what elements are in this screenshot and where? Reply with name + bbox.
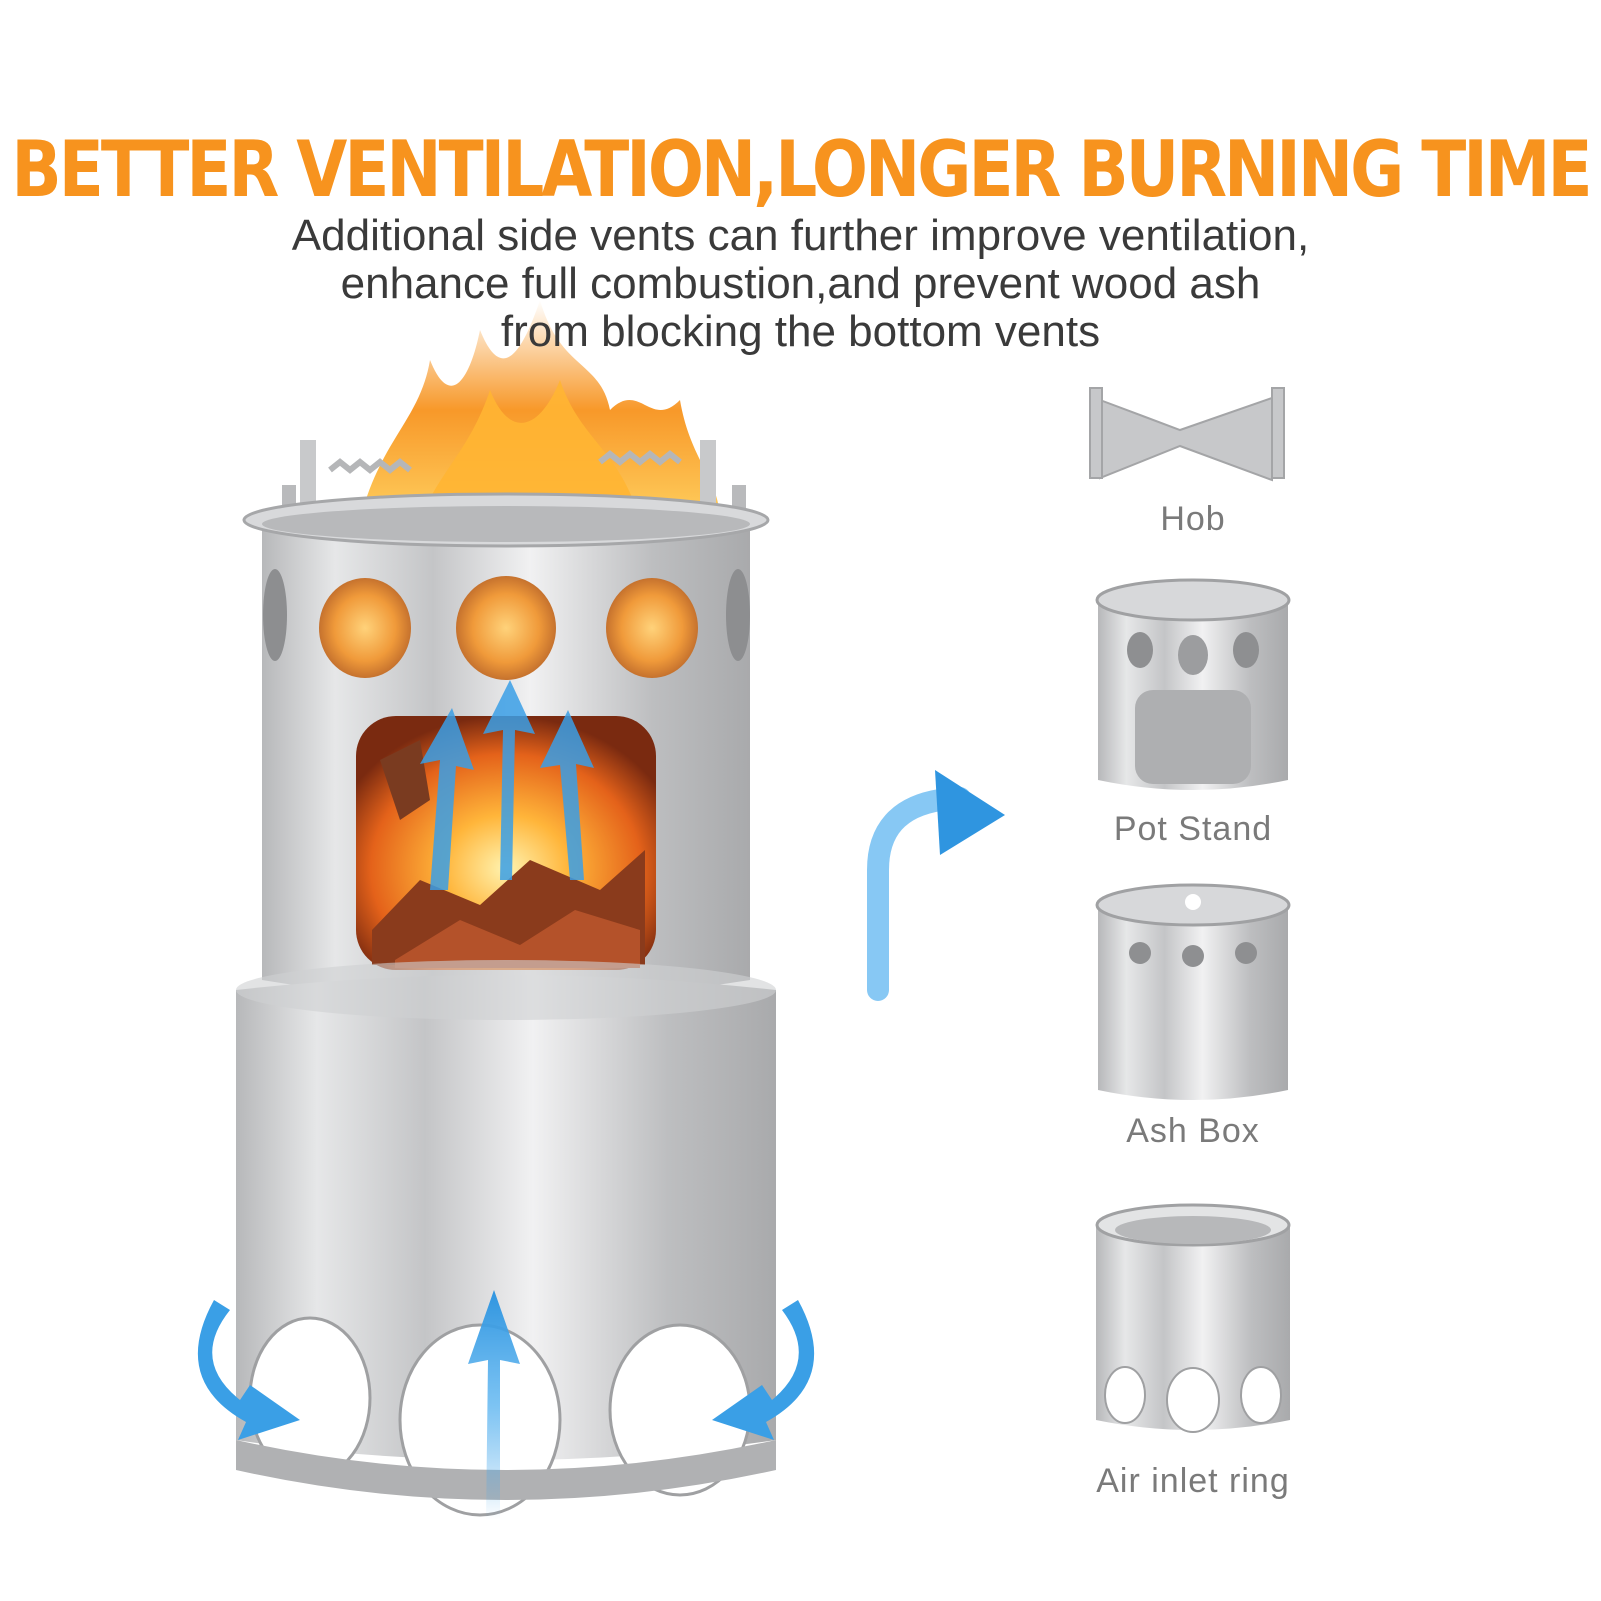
headline: BETTER VENTILATION,LONGER BURNING TIME [11,124,1592,215]
part-label-air-inlet-ring: Air inlet ring [1096,1462,1290,1500]
stove-upper-body [242,492,770,1000]
air-inlet-ring-icon [1095,1203,1291,1433]
description-line-1: Additional side vents can further improv… [291,211,1310,260]
exploded-view-arrow-icon [867,770,1005,1001]
part-label-pot-stand: Pot Stand [1113,810,1273,848]
pot-stand-icon [1095,578,1291,790]
hob-icon [1089,387,1285,482]
flame-icon [360,300,720,520]
stove-lower-body [236,960,776,1517]
ash-box-icon [1095,883,1291,1100]
description-line-3: from blocking the bottom vents [500,307,1101,356]
airflow-arrow-icon [197,680,815,1520]
part-label-ash-box: Ash Box [1126,1112,1260,1150]
description-line-2: enhance full combustion,and prevent wood… [340,259,1261,308]
part-label-hob: Hob [1160,500,1226,538]
